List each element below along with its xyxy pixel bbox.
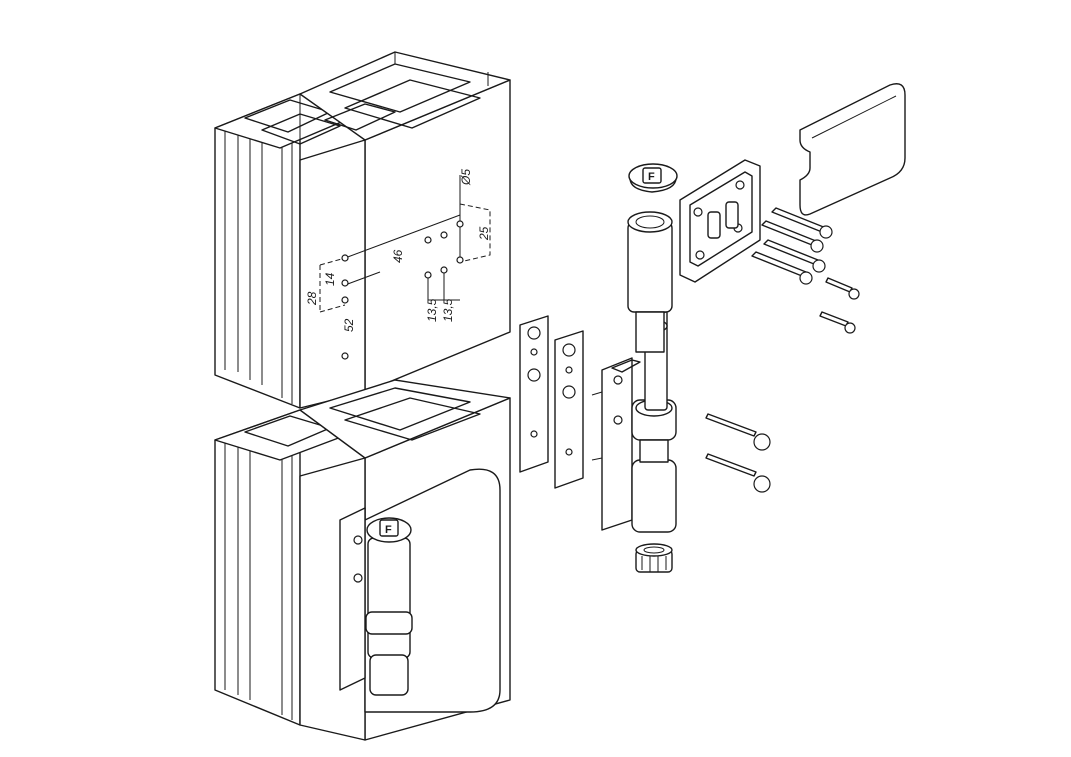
dimension-28-label: 28 (305, 291, 319, 306)
dimension-dia-label: Ø5 (459, 169, 473, 186)
dimension-46-label: 46 (391, 249, 405, 263)
hinge-mark-label: F (385, 524, 392, 536)
adjusting-nut (635, 543, 673, 573)
sash-hinge-part (627, 159, 761, 353)
dimension-25-label: 25 (477, 226, 491, 241)
drilling-pattern: Ø5 25 46 14 28 52 13,5 13,5 (305, 169, 491, 360)
dimension-52-label: 52 (342, 318, 356, 332)
dimension-14-label: 14 (323, 272, 337, 286)
shim-plates (519, 315, 584, 489)
long-screws (751, 207, 833, 285)
installed-hinge: F (339, 468, 501, 713)
cap-mark-label: F (648, 171, 655, 183)
hinge-cover (799, 83, 906, 216)
short-screws (819, 277, 860, 334)
hinge-cap: F (628, 163, 678, 193)
dimension-13-5a-label: 13,5 (425, 298, 439, 322)
machine-screws (705, 413, 771, 493)
dimension-13-5b-label: 13,5 (441, 298, 455, 322)
upper-profile (214, 51, 511, 409)
